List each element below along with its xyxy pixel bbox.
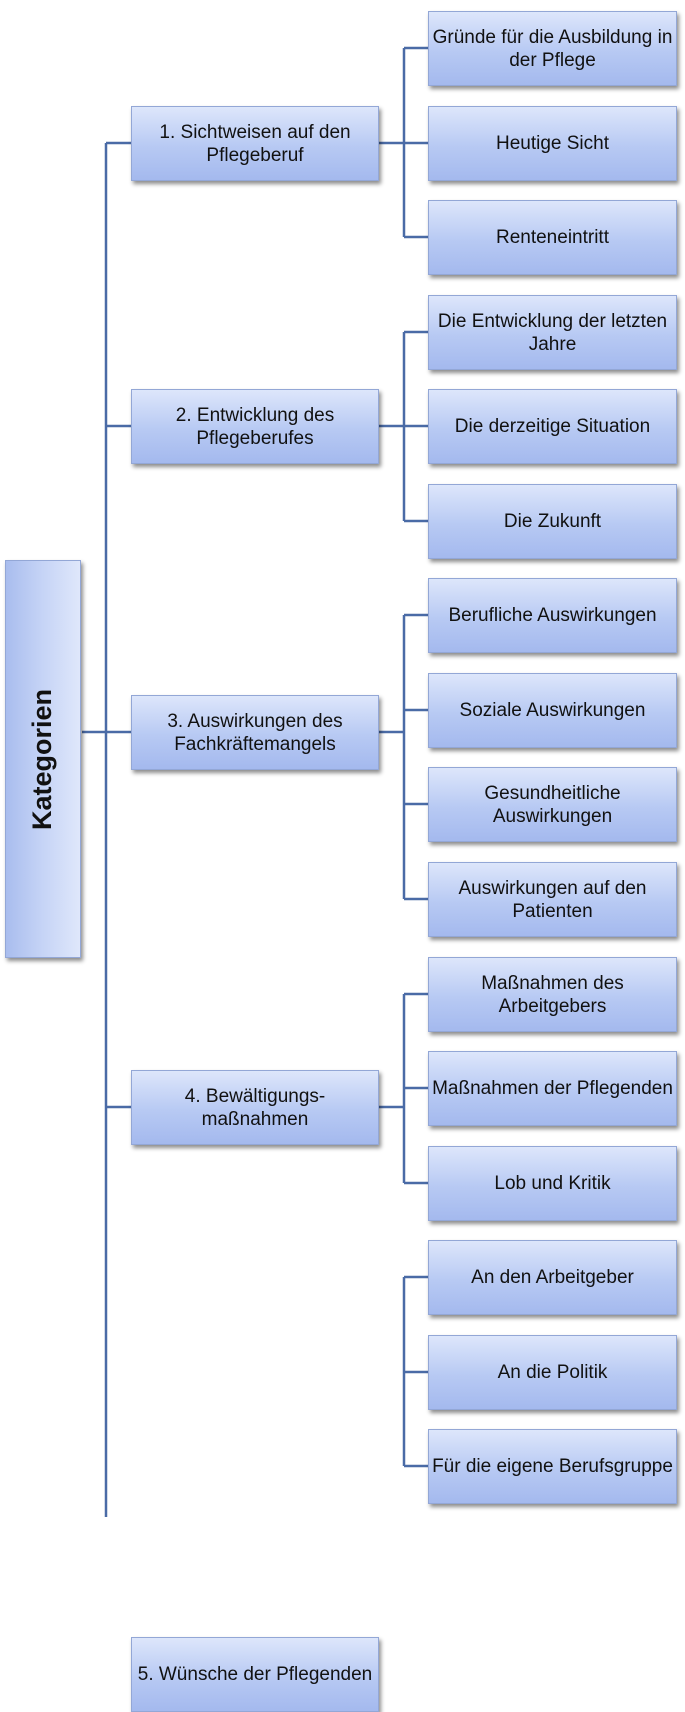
- category-node-4: 4. Bewältigungs-maßnahmen: [131, 1070, 379, 1145]
- category-node-2: 2. Entwicklung des Pflegeberufes: [131, 389, 379, 464]
- subcategory-node: Die derzeitige Situation: [428, 389, 677, 464]
- subcategory-label: Lob und Kritik: [494, 1173, 611, 1194]
- subcategory-node: Für die eigene Berufsgruppe: [428, 1429, 677, 1504]
- category-node-1: 1. Sichtweisen auf den Pflegeberuf: [131, 106, 379, 181]
- subcategory-node: An die Politik: [428, 1335, 677, 1410]
- subcategory-node: Auswirkungen auf den Patienten: [428, 862, 677, 937]
- category-node-5: 5. Wünsche der Pflegenden: [131, 1637, 379, 1712]
- subcategory-node: An den Arbeitgeber: [428, 1240, 677, 1315]
- category-label: 3. Auswirkungen des Fachkräftemangels: [167, 710, 343, 755]
- subcategory-node: Die Zukunft: [428, 484, 677, 559]
- subcategory-label: Gründe für die Ausbildung in der Pflege: [432, 26, 673, 71]
- subcategory-label: Maßnahmen des Arbeitgebers: [481, 972, 624, 1017]
- subcategory-label: Für die eigene Berufsgruppe: [432, 1456, 673, 1477]
- subcategory-node: Gründe für die Ausbildung in der Pflege: [428, 11, 677, 86]
- subcategory-node: Soziale Auswirkungen: [428, 673, 677, 748]
- subcategory-node: Maßnahmen des Arbeitgebers: [428, 957, 677, 1032]
- subcategory-node: Berufliche Auswirkungen: [428, 578, 677, 653]
- subcategory-label: Die derzeitige Situation: [454, 416, 651, 437]
- root-node: Kategorien: [5, 560, 81, 958]
- category-label: 4. Bewältigungs-maßnahmen: [184, 1085, 326, 1130]
- subcategory-node: Lob und Kritik: [428, 1146, 677, 1221]
- category-label: 1. Sichtweisen auf den Pflegeberuf: [159, 121, 351, 166]
- category-label: 2. Entwicklung des Pflegeberufes: [175, 404, 335, 449]
- root-label: Kategorien: [27, 688, 58, 830]
- subcategory-label: Die Entwicklung der letzten Jahre: [437, 310, 668, 355]
- subcategory-label: Berufliche Auswirkungen: [448, 605, 657, 626]
- category-label: 5. Wünsche der Pflegenden: [137, 1664, 373, 1685]
- subcategory-label: Maßnahmen der Pflegenden: [432, 1078, 673, 1099]
- subcategory-node: Heutige Sicht: [428, 106, 677, 181]
- subcategory-label: Auswirkungen auf den Patienten: [458, 877, 647, 922]
- subcategory-node: Renteneintritt: [428, 200, 677, 275]
- subcategory-label: Gesundheitliche Auswirkungen: [484, 782, 621, 827]
- subcategory-node: Maßnahmen der Pflegenden: [428, 1051, 677, 1126]
- subcategory-label: An die Politik: [497, 1362, 608, 1383]
- connector-lines: [82, 46, 428, 1517]
- subcategory-label: Die Zukunft: [503, 511, 602, 532]
- category-node-3: 3. Auswirkungen des Fachkräftemangels: [131, 695, 379, 770]
- subcategory-label: Heutige Sicht: [495, 133, 609, 154]
- subcategory-node: Die Entwicklung der letzten Jahre: [428, 295, 677, 370]
- subcategory-label: Soziale Auswirkungen: [459, 700, 646, 721]
- subcategory-node: Gesundheitliche Auswirkungen: [428, 767, 677, 842]
- subcategory-label: An den Arbeitgeber: [471, 1267, 634, 1288]
- subcategory-label: Renteneintritt: [495, 227, 609, 248]
